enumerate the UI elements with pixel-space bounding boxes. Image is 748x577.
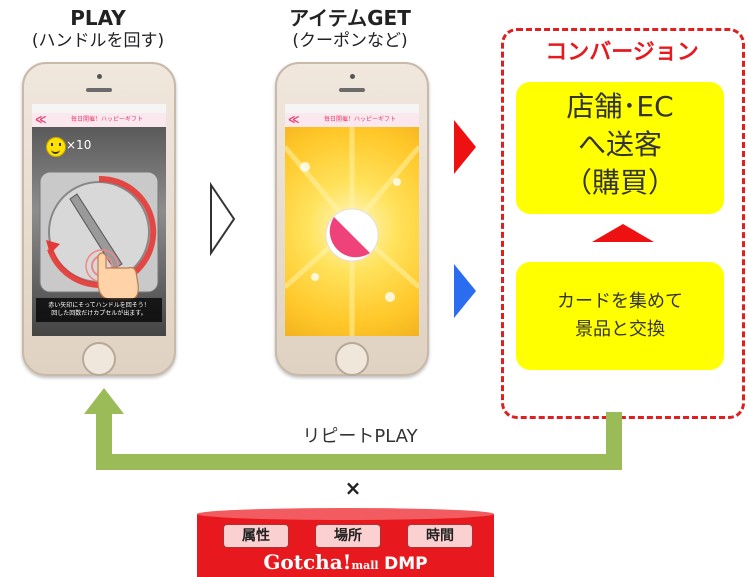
card-exchange-box: カードを集めて 景品と交換 xyxy=(516,262,724,370)
repeat-loop-arrow xyxy=(84,388,622,470)
phone-speaker xyxy=(86,88,112,92)
app-header: ≪ 毎日開催！ハッピーギフト xyxy=(285,113,419,127)
tag-place: 場所 xyxy=(315,524,381,548)
item-step-title: アイテムGET (クーポンなど) xyxy=(265,6,435,52)
store-ec-line-2: へ送客 xyxy=(577,128,662,161)
phone-camera xyxy=(350,74,355,79)
phone-camera xyxy=(97,74,102,79)
brand-suffix: DMP xyxy=(384,554,428,574)
instruction-caption: 赤い矢印にそってハンドルを回そう！ 回した回数だけカプセルが出ます。 xyxy=(36,298,162,322)
item-title: アイテムGET xyxy=(289,6,411,30)
play-count: ×10 xyxy=(66,138,92,152)
home-button xyxy=(82,342,116,376)
repeat-play-label: リピートPLAY xyxy=(302,426,418,447)
item-phone: ≪ 毎日開催！ハッピーギフト xyxy=(275,62,429,376)
capsule-graphic xyxy=(285,127,419,336)
back-icon[interactable]: ≪ xyxy=(35,113,47,126)
app-header-title: 毎日開催！ハッピーギフト xyxy=(323,116,396,123)
brand-name: Gotcha! xyxy=(263,550,352,574)
smiley-icon xyxy=(46,137,66,157)
play-step-title: PLAY (ハンドルを回す) xyxy=(18,6,178,52)
card-exchange-line-2: 景品と交換 xyxy=(575,319,665,340)
app-header-title: 毎日開催！ハッピーギフト xyxy=(70,116,143,123)
phone-speaker xyxy=(339,88,365,92)
item-subtitle: (クーポンなど) xyxy=(292,31,408,51)
handle-graphic xyxy=(39,171,159,301)
back-icon[interactable]: ≪ xyxy=(288,113,300,126)
store-ec-box: 店舗･EC へ送客 （購買） xyxy=(516,82,724,214)
tag-attribute: 属性 xyxy=(223,524,289,548)
status-bar xyxy=(285,104,419,113)
card-exchange-line-1: カードを集めて xyxy=(557,291,683,312)
dmp-brand: Gotcha!mall DMP xyxy=(197,550,494,574)
brand-small: mall xyxy=(351,559,379,572)
app-header: ≪ 毎日開催！ハッピーギフト xyxy=(32,113,166,127)
conversion-title: コンバージョン xyxy=(545,40,699,65)
play-screen: ≪ 毎日開催！ハッピーギフト ×10 赤い矢印にそってハンドルを回そう！ 回した… xyxy=(32,104,166,336)
blue-arrow-icon xyxy=(454,264,476,318)
up-arrow-icon xyxy=(592,224,654,242)
red-arrow-icon xyxy=(454,120,476,174)
caption-line-1: 赤い矢印にそってハンドルを回そう！ xyxy=(48,302,150,309)
multiply-symbol: × xyxy=(344,476,362,500)
next-arrow-icon xyxy=(210,182,236,256)
status-bar xyxy=(32,104,166,113)
item-screen: ≪ 毎日開催！ハッピーギフト xyxy=(285,104,419,336)
dmp-database: 属性 場所 時間 Gotcha!mall DMP xyxy=(197,506,494,577)
play-subtitle: (ハンドルを回す) xyxy=(31,31,165,51)
caption-line-2: 回した回数だけカプセルが出ます。 xyxy=(51,310,147,317)
play-phone: ≪ 毎日開催！ハッピーギフト ×10 赤い矢印にそってハンドルを回そう！ 回した… xyxy=(22,62,176,376)
store-ec-line-1: 店舗･EC xyxy=(566,90,674,123)
store-ec-line-3: （購買） xyxy=(563,166,676,199)
home-button xyxy=(335,342,369,376)
tag-time: 時間 xyxy=(407,524,473,548)
play-title: PLAY xyxy=(70,6,126,30)
